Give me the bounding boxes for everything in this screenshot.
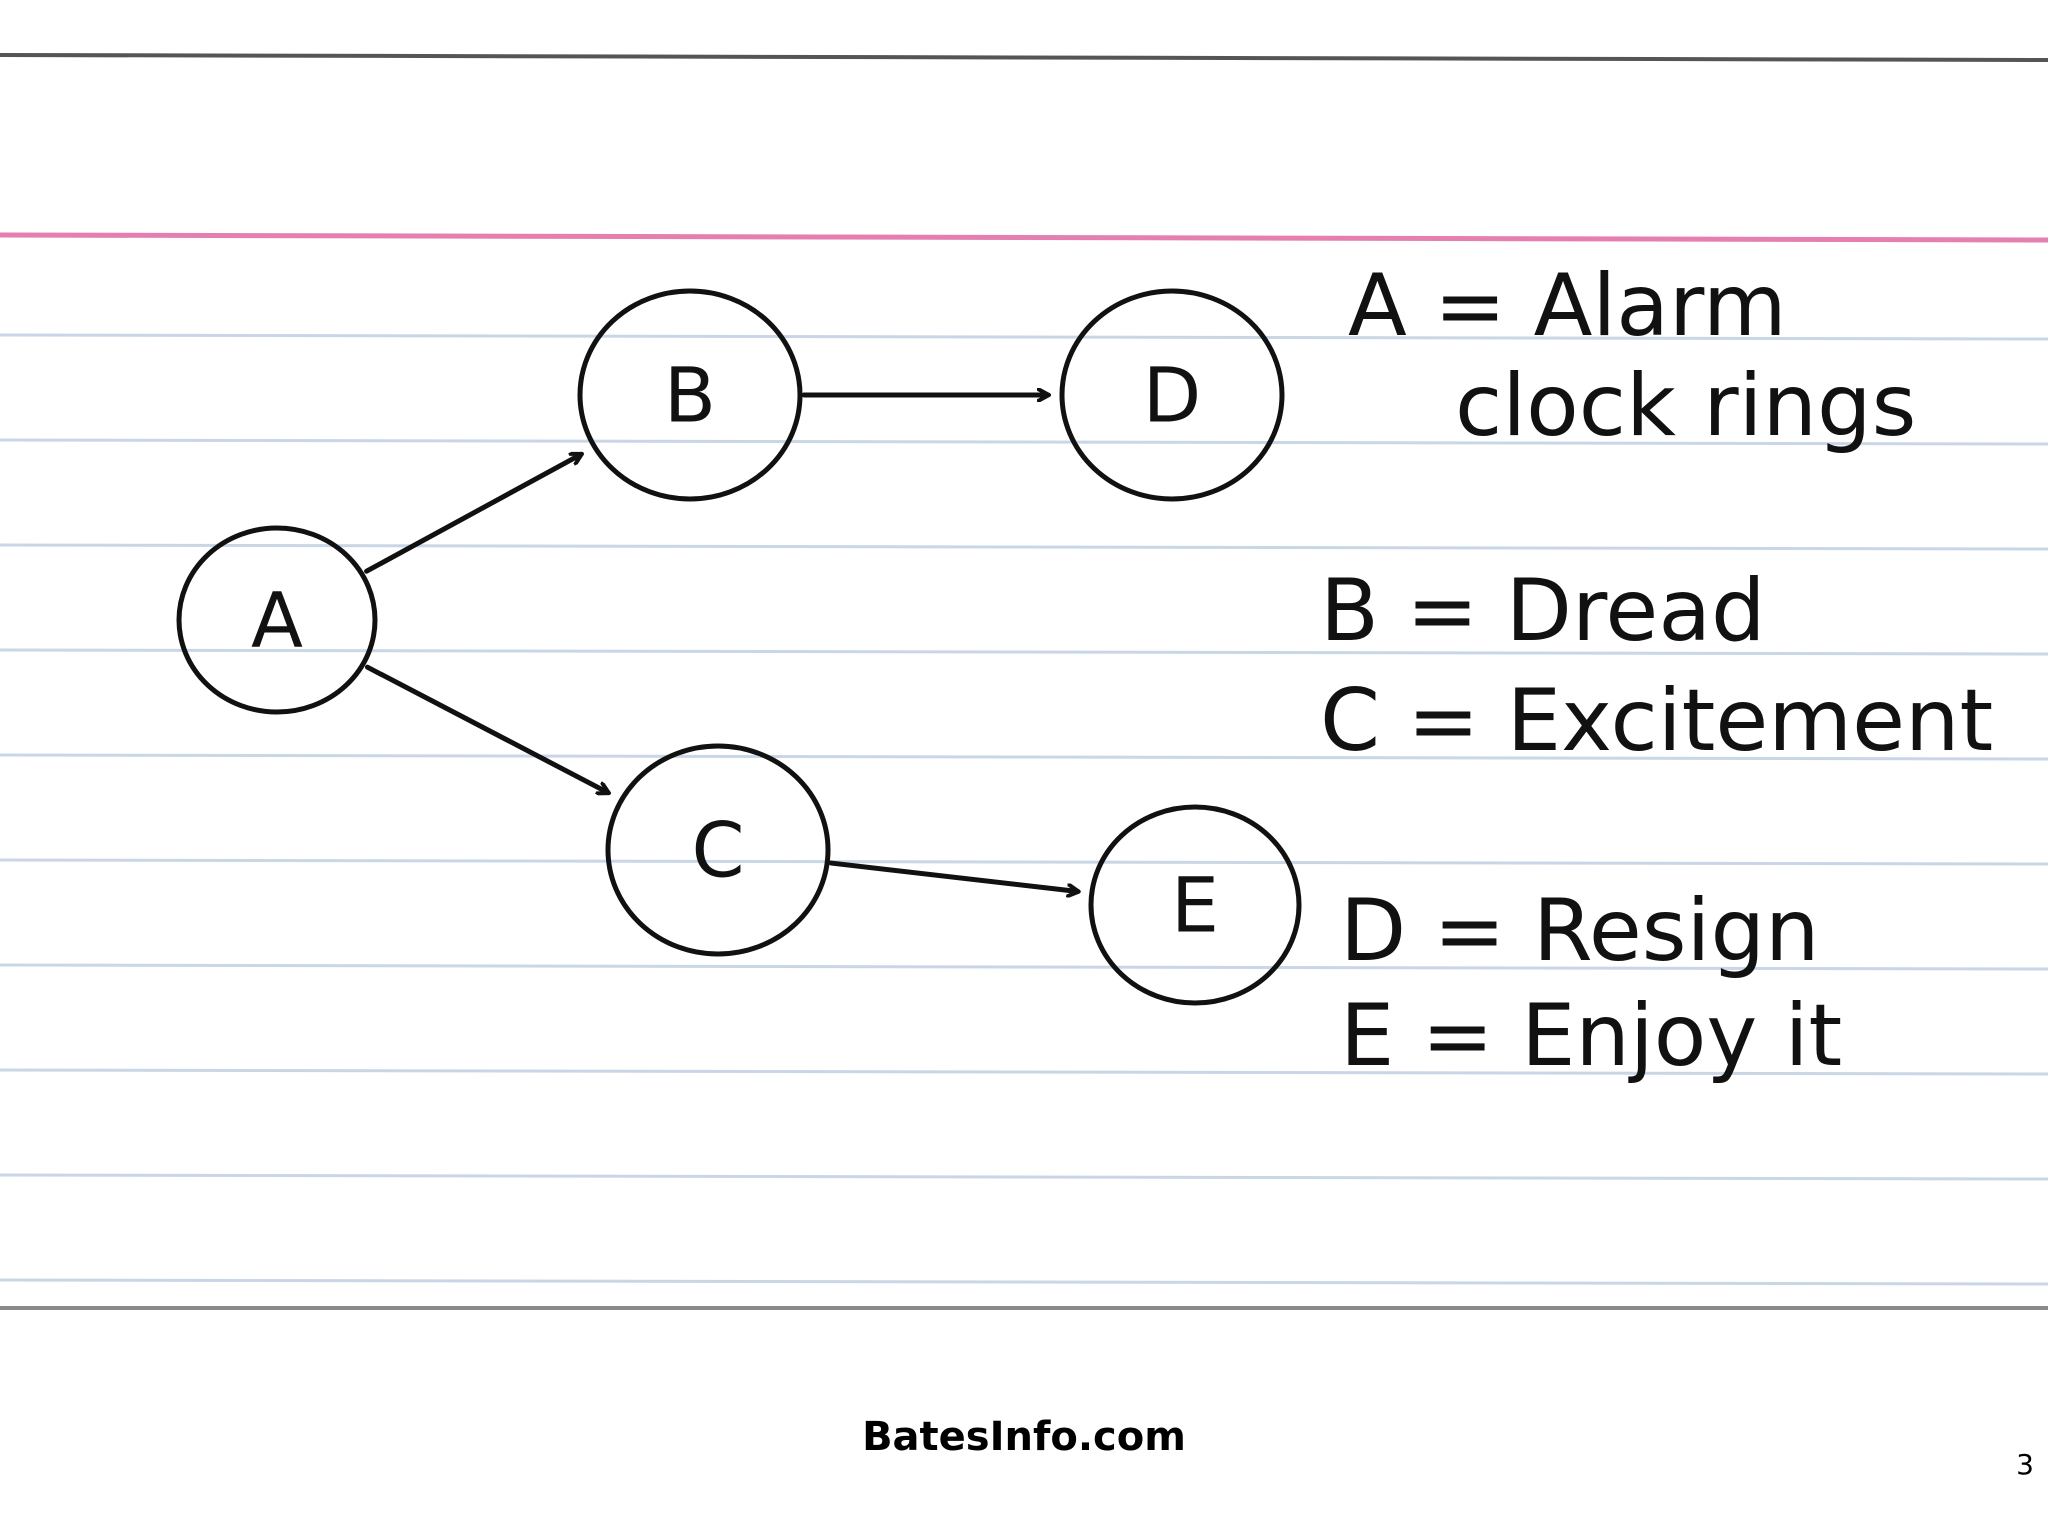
edge-a-c [364,664,608,792]
ruled-lines [0,333,2048,1286]
node-c-label: C [691,806,744,895]
legend-item-d: D = Resign [1340,881,1820,981]
legend-a-line-2: clock rings [1455,356,1916,456]
node-a-label: A [251,576,303,665]
card-margin-line [0,232,2048,243]
ruled-line [0,1068,2048,1076]
ruled-line [0,858,2048,866]
card-top-edge [0,53,2048,62]
legend-item-b: B = Dread [1320,561,1766,661]
node-d-label: D [1143,351,1202,440]
node-b-label: B [664,351,716,440]
legend-item-c: C = Excitement [1320,671,1993,771]
diagram-edges [364,395,1078,891]
ruled-line [0,648,2048,656]
ruled-line [0,1173,2048,1181]
node-c: C [605,743,831,957]
node-a-circle [176,525,378,715]
ruled-line [0,438,2048,446]
edge-a-b [364,451,582,574]
ruled-line [0,753,2048,761]
legend-d-line-1: D = Resign [1340,881,1820,981]
node-a: A [176,525,378,715]
footer-source: BatesInfo.com [862,1414,1186,1460]
node-c-circle [605,743,831,957]
edge-c-e [828,860,1078,891]
diagram-nodes: A B C D E [176,288,1302,1006]
node-e: E [1088,804,1302,1006]
slide-number: 3 [2016,1448,2034,1481]
legend-a-line-1: A = Alarm [1348,256,1787,356]
card-paper [0,55,2048,1310]
node-e-label: E [1171,861,1219,950]
node-e-circle [1088,804,1302,1006]
ruled-line [0,1278,2048,1286]
legend-b-line-1: B = Dread [1320,561,1766,661]
ruled-line [0,543,2048,551]
legend-c-line-1: C = Excitement [1320,671,1993,771]
legend-e-line-1: E = Enjoy it [1340,986,1842,1086]
legend-item-e: E = Enjoy it [1340,986,1842,1086]
ruled-line [0,963,2048,971]
node-b-circle [577,288,803,502]
ruled-line [0,333,2048,341]
node-d-circle [1059,288,1285,502]
node-d: D [1059,288,1285,502]
node-b: B [577,288,803,502]
